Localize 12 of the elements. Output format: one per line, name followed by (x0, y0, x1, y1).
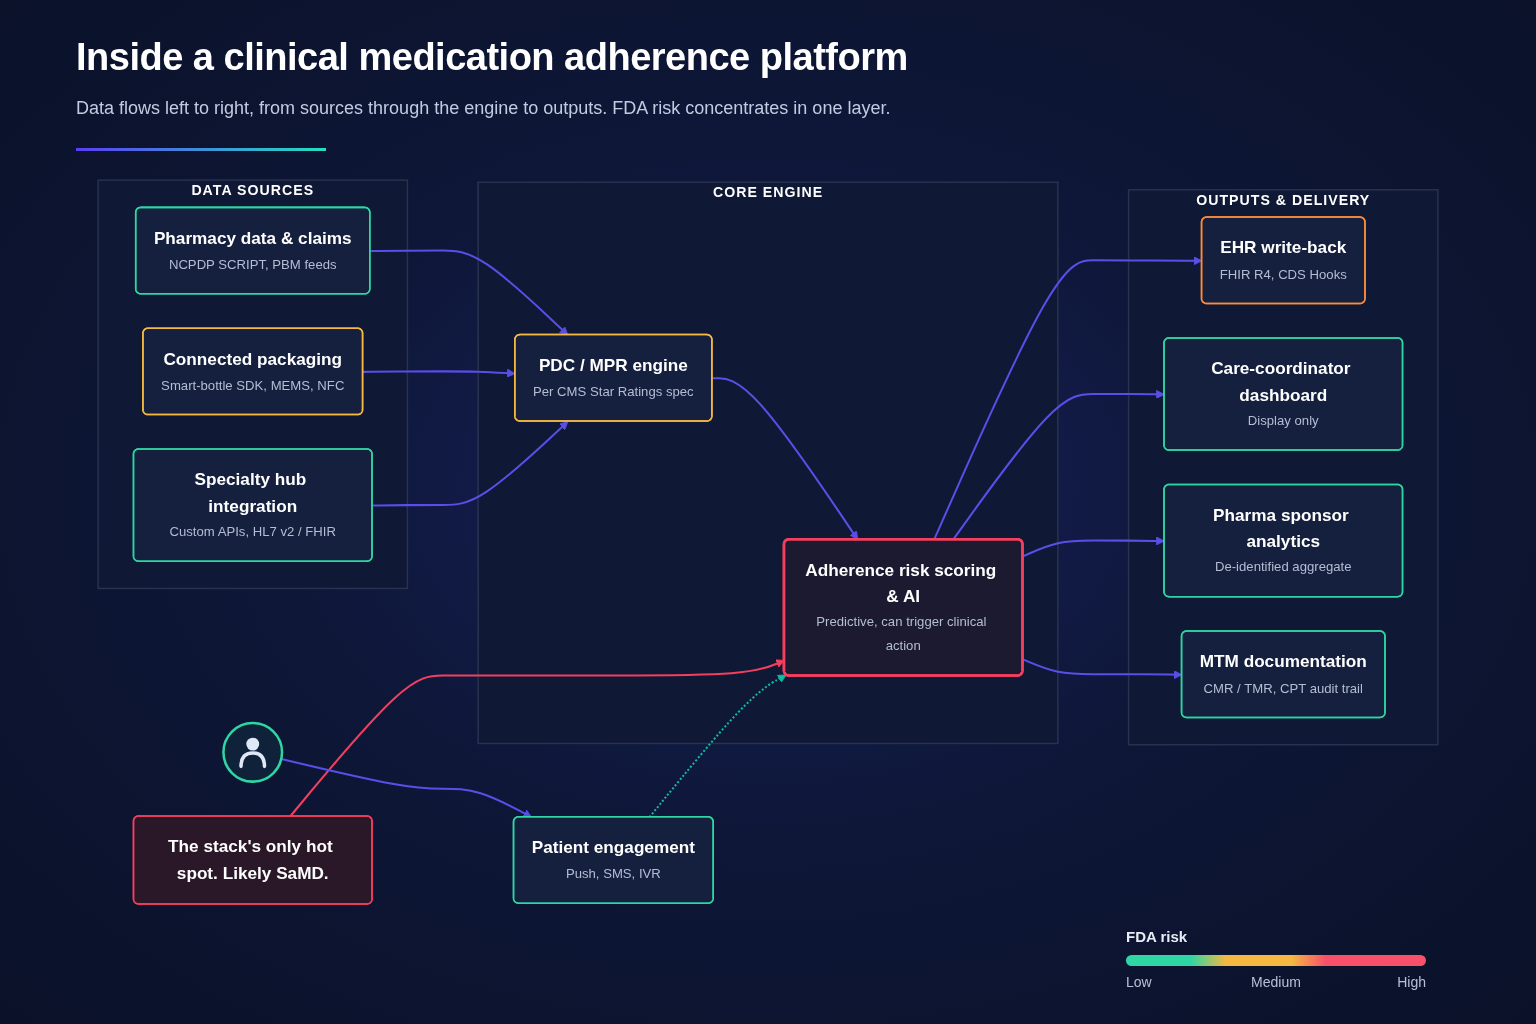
legend-heading: FDA risk (1126, 928, 1188, 945)
arrow (289, 659, 785, 818)
arrow (370, 249, 569, 336)
legend-label: Medium (1251, 974, 1301, 990)
arrow (648, 674, 787, 818)
legend-label: High (1397, 974, 1426, 990)
diagram-subtitle: Data flows left to right, from sources through the engine to outputs. FDA risk concentrates in one layer. (76, 98, 891, 119)
arrow (281, 758, 533, 818)
node-person (222, 721, 284, 783)
legend-label: Low (1126, 974, 1152, 990)
arrow (372, 421, 569, 507)
diagram-title: Inside a clinical medication adherence platform (76, 36, 908, 79)
